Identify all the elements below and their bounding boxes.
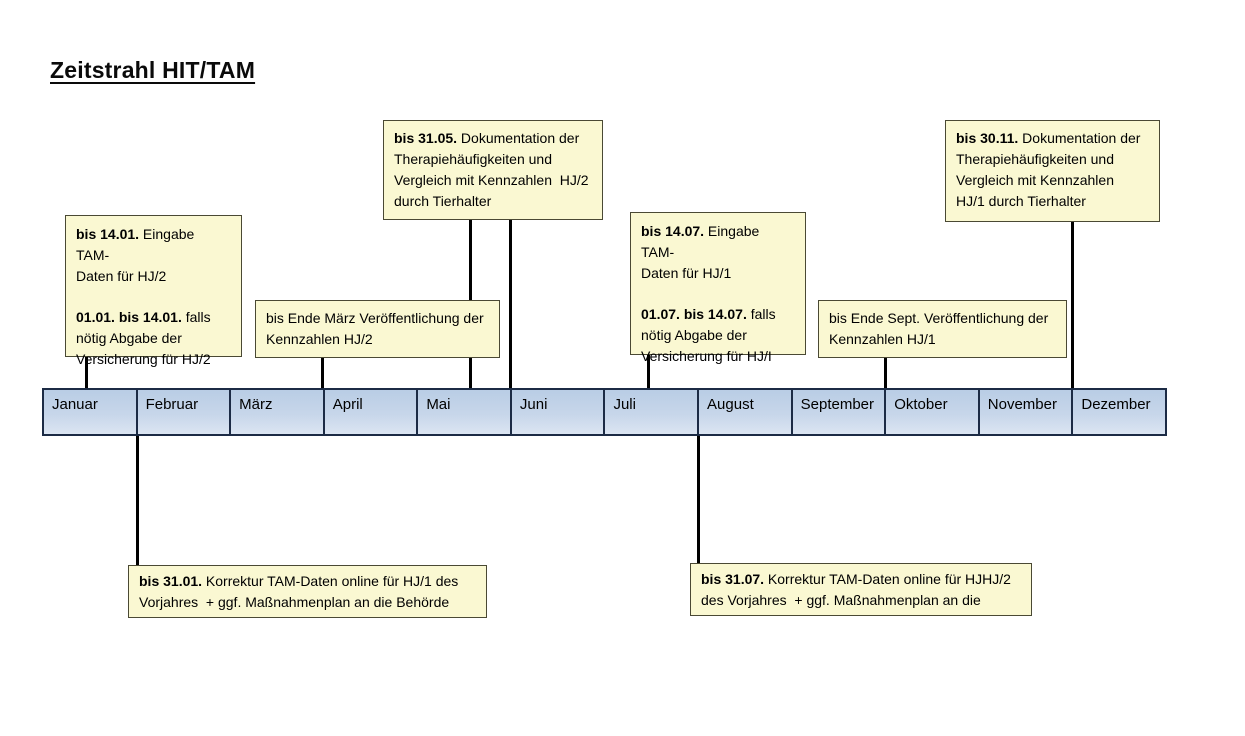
note-veroeffentlichung-kennzahlen-hj1: bis Ende Sept. Veröffentlichung der Kenn… (818, 300, 1067, 358)
connector-line (321, 358, 324, 388)
note-eingabe-tam-hj2: bis 14.01. Eingabe TAM- Daten für HJ/2 0… (65, 215, 242, 367)
month-cell-februar: Februar (135, 390, 230, 434)
note-eingabe-tam-hj1: bis 14.07. Eingabe TAM- Daten für HJ/1 0… (630, 212, 806, 364)
month-cell-august: August (697, 390, 791, 434)
month-cell-maerz: März (229, 390, 323, 434)
note-korrektur-tam-hj1: bis 31.01. Korrektur TAM-Daten online fü… (128, 565, 487, 618)
connector-line (647, 355, 650, 388)
note-paragraph: bis 31.05. Dokumentation der Therapiehäu… (394, 130, 589, 209)
connector-line (136, 436, 139, 565)
note-paragraph: bis 14.01. Eingabe TAM- Daten für HJ/2 (76, 226, 195, 284)
month-cell-oktober: Oktober (884, 390, 978, 434)
note-paragraph: bis 14.07. Eingabe TAM- Daten für HJ/1 (641, 223, 760, 281)
note-paragraph: bis Ende März Veröffentlichung der Kennz… (266, 310, 484, 347)
note-korrektur-tam-hj2: bis 31.07. Korrektur TAM-Daten online fü… (690, 563, 1032, 616)
month-cell-juni: Juni (509, 390, 604, 434)
note-paragraph: bis 30.11. Dokumentation der Therapiehäu… (956, 130, 1141, 209)
month-cell-juli: Juli (603, 390, 698, 434)
month-cell-november: November (977, 390, 1072, 434)
note-paragraph: bis 31.07. Korrektur TAM-Daten online fü… (701, 571, 1011, 608)
month-cell-april: April (322, 390, 417, 434)
note-paragraph: bis 31.01. Korrektur TAM-Daten online fü… (139, 573, 459, 610)
month-cell-september: September (790, 390, 885, 434)
note-veroeffentlichung-kennzahlen-hj2: bis Ende März Veröffentlichung der Kennz… (255, 300, 500, 358)
connector-line (697, 436, 700, 563)
note-dokumentation-hj1: bis 30.11. Dokumentation der Therapiehäu… (945, 120, 1160, 222)
month-timeline-bar: Januar Februar März April Mai Juni Juli … (42, 388, 1167, 436)
connector-line (85, 357, 88, 388)
note-paragraph: bis Ende Sept. Veröffentlichung der Kenn… (829, 310, 1049, 347)
month-cell-dezember: Dezember (1071, 390, 1165, 434)
connector-line (884, 358, 887, 388)
note-paragraph: 01.07. bis 14.07. falls nötig Abgabe der… (641, 306, 776, 364)
note-dokumentation-hj2: bis 31.05. Dokumentation der Therapiehäu… (383, 120, 603, 220)
connector-line (509, 220, 512, 388)
page-title: Zeitstrahl HIT/TAM (50, 57, 256, 83)
note-paragraph: 01.01. bis 14.01. falls nötig Abgabe der… (76, 309, 211, 367)
month-cell-januar: Januar (44, 390, 136, 434)
connector-line (1071, 222, 1074, 388)
month-cell-mai: Mai (416, 390, 510, 434)
